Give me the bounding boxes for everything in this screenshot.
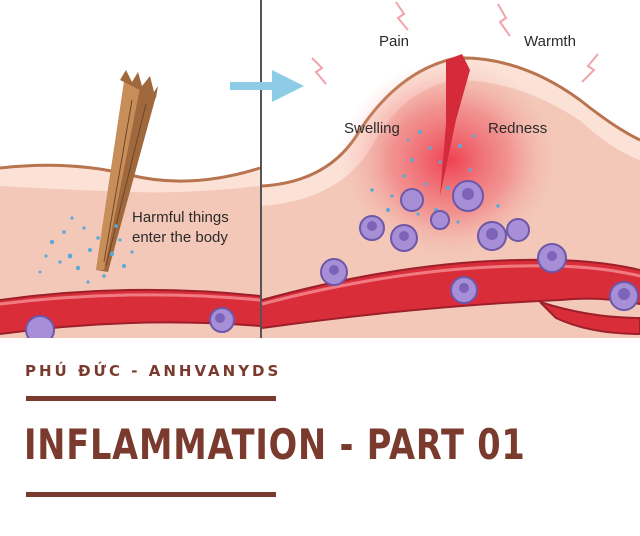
divider-bottom [26,492,276,497]
splinter-icon [96,70,158,272]
right-arrow-icon [230,70,304,102]
author-credit: PHÚ ĐỨC - ANHVANYDS [25,362,282,380]
harmful-things-label: Harmful things [132,209,229,226]
swelling-label: Swelling [344,120,400,137]
inflammation-illustration: Harmful things enter the body [0,0,640,338]
divider-top [26,396,276,401]
pain-label: Pain [379,33,409,50]
enter-the-body-label: enter the body [132,229,228,246]
title-footer: PHÚ ĐỨC - ANHVANYDS INFLAMMATION - PART … [0,338,640,536]
immune-cell [25,307,235,338]
pain-spark-icon [311,1,599,85]
right-panel-inflamed-skin [261,54,640,338]
left-panel-normal-skin [0,0,261,338]
immune-cell-nuclei [329,188,630,300]
harmful-particles [38,216,134,284]
page-title: INFLAMMATION - PART 01 [24,420,526,469]
harmful-particles-spreading [370,130,500,224]
warmth-label: Warmth [524,33,576,50]
redness-label: Redness [488,120,547,137]
